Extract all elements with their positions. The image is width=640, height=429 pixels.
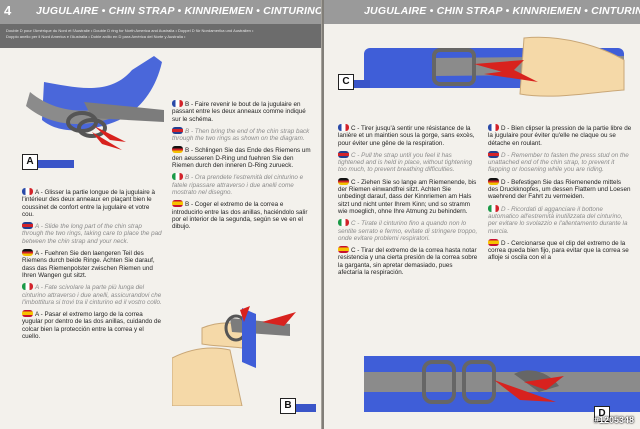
- flag-es-icon: [22, 310, 33, 318]
- figure-b-bar: [294, 404, 316, 412]
- flag-it-icon: [172, 173, 183, 181]
- step-d-en: D - Remember to fasten the press stud on…: [488, 150, 629, 174]
- step-a-en: A - Slide the long part of the chin stra…: [22, 222, 162, 245]
- right-page: JUGULAIRE • CHIN STRAP • KINNRIEMEN • CI…: [324, 0, 640, 429]
- figure-c-bar: [350, 80, 370, 88]
- page-number: 4: [4, 3, 12, 18]
- step-b-en: B - Then bring the end of the chin strap…: [172, 126, 310, 143]
- flag-it-icon: [488, 204, 499, 212]
- step-b-es: B - Coger el extremo de la correa e intr…: [172, 200, 308, 231]
- step-c-it: C - Tirate il cinturino fino a quando no…: [338, 219, 478, 242]
- step-c-de: C - Ziehen Sie so lange am Riemenende, b…: [338, 177, 477, 215]
- step-a-fr: A - Glisser la partie longue de la jugul…: [22, 188, 156, 218]
- watermark: #1205348: [593, 415, 634, 425]
- right-header-bar: JUGULAIRE • CHIN STRAP • KINNRIEMEN • CI…: [324, 0, 640, 24]
- flag-de-icon: [172, 146, 183, 154]
- figure-c-illustration: [364, 36, 625, 97]
- step-a-it: A - Fate scivolare la parte più lunga de…: [22, 283, 162, 306]
- instructions-d: D - Bien clipser la pression de la parti…: [488, 124, 632, 266]
- step-a-de: A - Fuehren Sie den laengeren Teil des R…: [22, 249, 155, 279]
- step-c-en: C - Pull the strap until you feel it has…: [338, 150, 473, 174]
- step-c-es: C - Tirar del extremo de la correa hasta…: [338, 246, 478, 277]
- step-a-es: A - Pasar el extremo largo de la correa …: [22, 310, 161, 341]
- step-d-it: D - Ricordati di agganciare il bottone a…: [488, 204, 628, 235]
- flag-gb-icon: [22, 222, 33, 230]
- book-gutter: [321, 0, 325, 429]
- flag-it-icon: [338, 219, 349, 227]
- flag-it-icon: [22, 283, 33, 291]
- flag-es-icon: [488, 238, 499, 246]
- figure-b-label: B: [280, 398, 296, 414]
- figure-b-illustration: [172, 306, 296, 406]
- flag-fr-icon: [22, 188, 33, 195]
- left-page-title: JUGULAIRE • CHIN STRAP • KINNRIEMEN • CI…: [36, 5, 322, 17]
- step-b-de: B - Schlingen Sie das Ende des Riemens u…: [172, 146, 311, 170]
- flag-fr-icon: [338, 124, 349, 131]
- step-d-de: D - Befestigen Sie das Riemenende mittel…: [488, 177, 631, 201]
- flag-de-icon: [338, 177, 349, 185]
- flag-es-icon: [338, 246, 349, 254]
- instructions-b: B - Faire revenir le bout de la jugulair…: [172, 100, 312, 234]
- flag-de-icon: [22, 249, 33, 257]
- figure-a-label: A: [22, 154, 38, 170]
- instructions-a: A - Glisser la partie longue de la jugul…: [22, 188, 162, 344]
- flag-gb-icon: [488, 150, 499, 158]
- step-d-es: D - Cercionarse que el clip del extremo …: [488, 238, 629, 262]
- figure-d-illustration: [364, 356, 640, 412]
- flag-fr-icon: [172, 100, 183, 107]
- left-header-bar: 4 JUGULAIRE • CHIN STRAP • KINNRIEMEN • …: [0, 0, 322, 24]
- step-b-fr: B - Faire revenir le bout de la jugulair…: [172, 100, 306, 123]
- instructions-c: C - Tirer jusqu'à sentir une résistance …: [338, 124, 478, 280]
- right-page-title: JUGULAIRE • CHIN STRAP • KINNRIEMEN • CI…: [364, 5, 640, 17]
- step-c-fr: C - Tirer jusqu'à sentir une résistance …: [338, 124, 475, 147]
- flag-de-icon: [488, 177, 499, 185]
- subtitle-line-2: Doppio anello per il Nord America e l'Au…: [6, 33, 186, 39]
- flag-gb-icon: [338, 150, 349, 158]
- left-subtitle-bar: Double D pour l'Amérique du Nord et l'Au…: [0, 24, 322, 48]
- figure-a-illustration: [26, 56, 164, 150]
- figure-c-label: C: [338, 74, 354, 90]
- flag-fr-icon: [488, 124, 499, 131]
- flag-es-icon: [172, 200, 183, 208]
- step-b-it: B - Ora prendete l'estremità del cinturi…: [172, 173, 304, 196]
- figure-d-label: D: [594, 406, 610, 422]
- left-page: 4 JUGULAIRE • CHIN STRAP • KINNRIEMEN • …: [0, 0, 322, 429]
- flag-gb-icon: [172, 126, 183, 134]
- step-d-fr: D - Bien clipser la pression de la parti…: [488, 124, 632, 147]
- subtitle-line-1: Double D pour l'Amérique du Nord et l'Au…: [6, 28, 254, 33]
- figure-a-bar: [34, 160, 74, 168]
